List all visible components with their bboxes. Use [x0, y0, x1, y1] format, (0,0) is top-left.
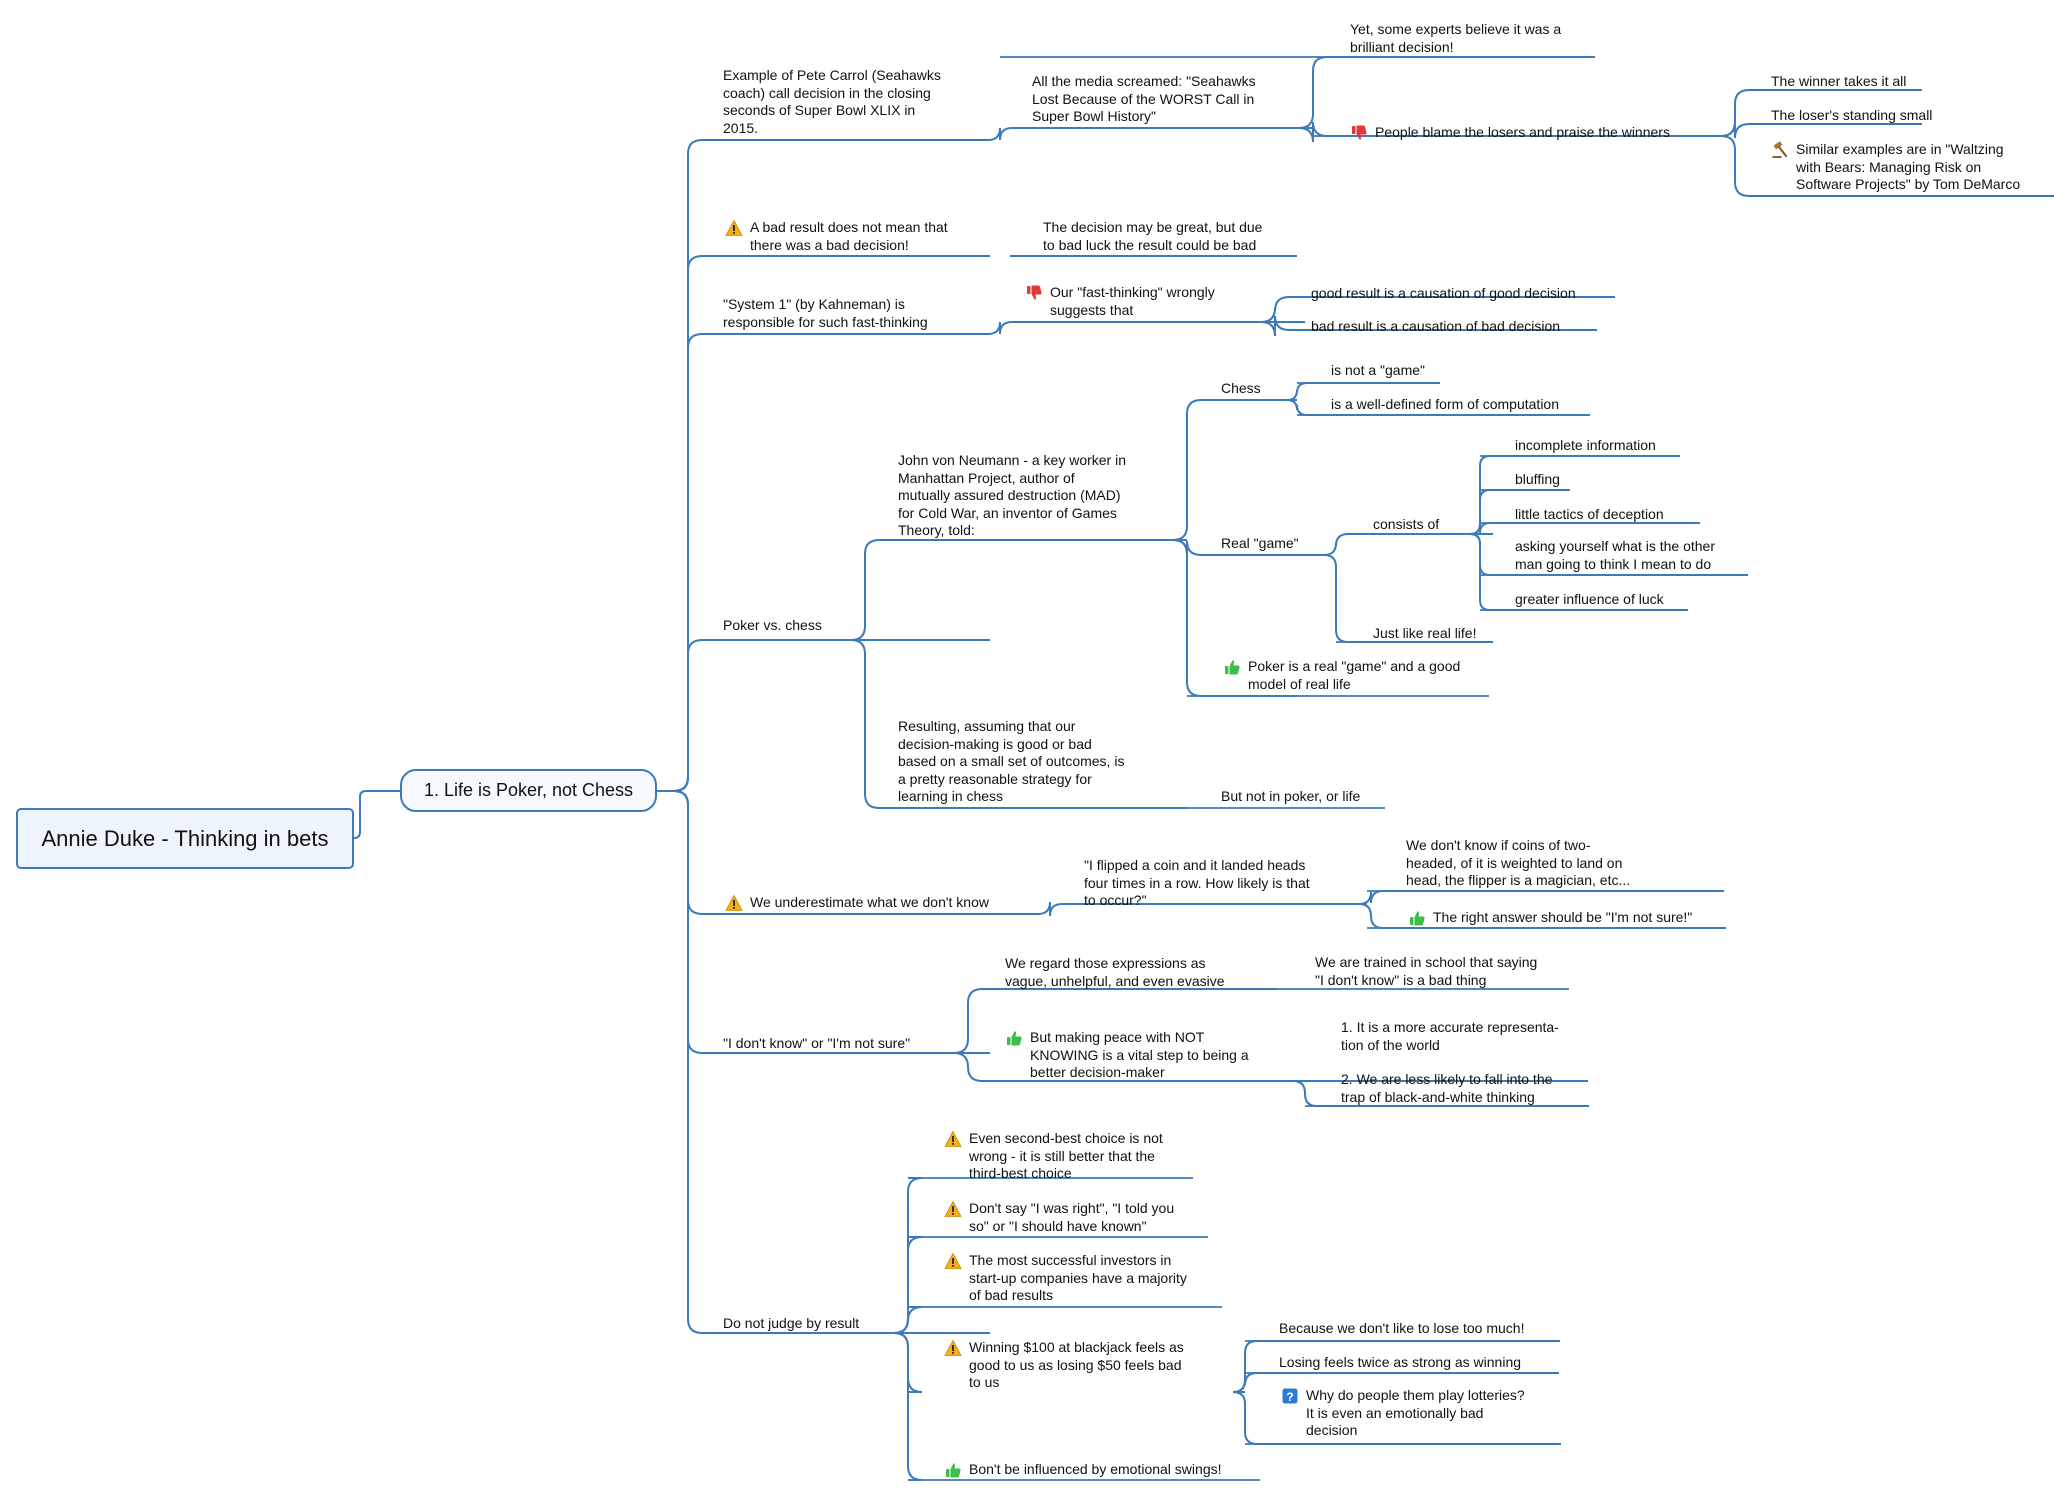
- topic-incomplete-information[interactable]: incomplete information: [1515, 437, 1656, 453]
- connector: [1358, 903, 1726, 929]
- warning-icon: [944, 1339, 962, 1356]
- connector: [1297, 554, 1493, 643]
- topic-von-neumann[interactable]: John von Neumann - a key worker in Manha…: [898, 452, 1126, 538]
- connector: [987, 127, 1313, 141]
- root-topic-label: Annie Duke - Thinking in bets: [41, 825, 329, 851]
- topic-just-like-real-life[interactable]: Just like real life!: [1373, 625, 1477, 641]
- connector: [987, 321, 1305, 335]
- connector: [657, 639, 990, 792]
- connector: [1232, 1391, 1561, 1445]
- topic-decision-may-be-great[interactable]: The decision may be great, but due to ba…: [1043, 219, 1263, 253]
- connector: [657, 790, 990, 1054]
- topic-fast-thinking[interactable]: Our "fast-thinking" wrongly suggests tha…: [1025, 284, 1215, 319]
- topic-asking-yourself[interactable]: asking yourself what is the other man go…: [1515, 538, 1715, 572]
- topic-chess[interactable]: Chess: [1221, 380, 1261, 396]
- topic-flipped-coin[interactable]: "I flipped a coin and it landed heads fo…: [1084, 857, 1310, 908]
- topic-making-peace[interactable]: But making peace with NOT KNOWING is a v…: [1005, 1029, 1249, 1082]
- connector: [1172, 399, 1297, 541]
- warning-icon: [944, 1252, 962, 1269]
- topic-i-dont-know[interactable]: "I don't know" or "I'm not sure": [723, 1035, 911, 1051]
- topic-experts-believe[interactable]: Yet, some experts believe it was a brill…: [1350, 21, 1562, 55]
- connector: [1297, 533, 1493, 556]
- connector: [1469, 522, 1700, 535]
- topic-media-screamed[interactable]: All the media screamed: "Seahawks Lost B…: [1032, 73, 1256, 124]
- connector: [850, 539, 1187, 641]
- topic-bad-result-causation[interactable]: bad result is a causation of bad decisio…: [1311, 318, 1561, 334]
- thumbs-down-icon: [1027, 285, 1042, 300]
- topic-good-result-causation[interactable]: good result is a causation of good decis…: [1311, 285, 1576, 301]
- main-topic[interactable]: 1. Life is Poker, not Chess: [400, 769, 657, 812]
- connector: [990, 901, 1367, 917]
- connector: [1292, 1080, 1589, 1107]
- topic-emotional-swings[interactable]: Bon't be influenced by emotional swings!: [944, 1461, 1222, 1479]
- topic-system-1[interactable]: "System 1" (by Kahneman) is responsible …: [723, 296, 928, 330]
- topic-lose-too-much[interactable]: Because we don't like to lose too much!: [1279, 1320, 1525, 1336]
- topic-bluffing[interactable]: bluffing: [1515, 471, 1560, 487]
- topic-dont-say[interactable]: Don't say "I was right", "I told you so"…: [944, 1200, 1174, 1235]
- topic-winner-takes-all[interactable]: The winner takes it all: [1771, 73, 1907, 89]
- connector: [1298, 121, 1700, 143]
- main-topic-label: 1. Life is Poker, not Chess: [423, 780, 634, 800]
- topic-poker-vs-chess[interactable]: Poker vs. chess: [723, 617, 822, 633]
- topic-more-accurate[interactable]: 1. It is a more accurate representa- tio…: [1341, 1019, 1559, 1053]
- topic-resulting[interactable]: Resulting, assuming that our decision-ma…: [898, 718, 1125, 804]
- topic-successful-investors[interactable]: The most successful investors in start-u…: [944, 1252, 1187, 1305]
- connector: [1700, 121, 1922, 139]
- warning-icon: [725, 219, 743, 236]
- connector: [1358, 890, 1724, 905]
- gavel-icon: [1772, 141, 1788, 158]
- topic-blackjack[interactable]: Winning $100 at blackjack feels as good …: [944, 1339, 1184, 1392]
- warning-icon: [944, 1200, 962, 1217]
- thumbs-up-icon: [1225, 660, 1240, 675]
- thumbs-up-icon: [946, 1463, 961, 1478]
- topic-pete-carroll-example[interactable]: Example of Pete Carrol (Seahawks coach) …: [723, 67, 941, 136]
- root-topic[interactable]: Annie Duke - Thinking in bets: [16, 808, 354, 869]
- connector: [1700, 135, 2054, 197]
- topic-not-in-poker[interactable]: But not in poker, or life: [1221, 788, 1361, 804]
- topic-underestimate[interactable]: We underestimate what we don't know: [725, 894, 989, 912]
- topic-trained-in-school[interactable]: We are trained in school that saying "I …: [1315, 954, 1538, 988]
- topic-vague-expressions[interactable]: We regard those expressions as vague, un…: [1005, 955, 1225, 989]
- topic-do-not-judge[interactable]: Do not judge by result: [723, 1315, 860, 1331]
- connector: [1172, 539, 1297, 697]
- topic-little-tactics[interactable]: little tactics of deception: [1515, 506, 1664, 522]
- topic-well-defined-computation[interactable]: is a well-defined form of computation: [1331, 396, 1559, 412]
- connector: [657, 790, 990, 1334]
- thumbs-up-icon: [1007, 1031, 1022, 1046]
- connector: [893, 1332, 990, 1481]
- topic-loser-standing[interactable]: The loser's standing small: [1771, 107, 1933, 123]
- connector: [1298, 56, 1595, 129]
- topic-consists-of[interactable]: consists of: [1373, 516, 1440, 532]
- connector: [353, 790, 400, 839]
- question-icon: ?: [1282, 1388, 1298, 1404]
- topic-real-game[interactable]: Real "game": [1221, 535, 1299, 551]
- connector: [1469, 533, 1688, 611]
- topic-right-answer[interactable]: The right answer should be "I'm not sure…: [1408, 909, 1692, 927]
- topic-poker-real-game[interactable]: Poker is a real "game" and a good model …: [1223, 658, 1460, 693]
- thumbs-up-icon: [1410, 911, 1425, 926]
- thumbs-down-icon: [1352, 125, 1367, 140]
- topic-play-lotteries[interactable]: ?Why do people them play lotteries? It i…: [1281, 1387, 1525, 1440]
- connector: [850, 639, 1187, 809]
- connector: [1260, 315, 1597, 337]
- topic-less-likely[interactable]: 2. We are less likely to fall into the t…: [1341, 1071, 1553, 1105]
- topic-is-not-a-game[interactable]: is not a "game": [1331, 362, 1425, 378]
- warning-icon: [944, 1130, 962, 1147]
- topic-bad-result[interactable]: A bad result does not mean that there wa…: [725, 219, 948, 254]
- topic-people-blame[interactable]: People blame the losers and praise the w…: [1350, 124, 1670, 142]
- connector: [953, 1052, 1305, 1082]
- topic-greater-influence-luck[interactable]: greater influence of luck: [1515, 591, 1664, 607]
- connector: [1286, 399, 1590, 416]
- topic-losing-twice[interactable]: Losing feels twice as strong as winning: [1279, 1354, 1522, 1370]
- topic-second-best[interactable]: Even second-best choice is not wrong - i…: [944, 1130, 1163, 1183]
- svg-text:?: ?: [1286, 1390, 1293, 1404]
- topic-two-headed-coins[interactable]: We don't know if coins of two- headed, o…: [1406, 837, 1631, 888]
- warning-icon: [725, 894, 743, 911]
- topic-similar-examples[interactable]: Similar examples are in "Waltzing with B…: [1771, 141, 2020, 194]
